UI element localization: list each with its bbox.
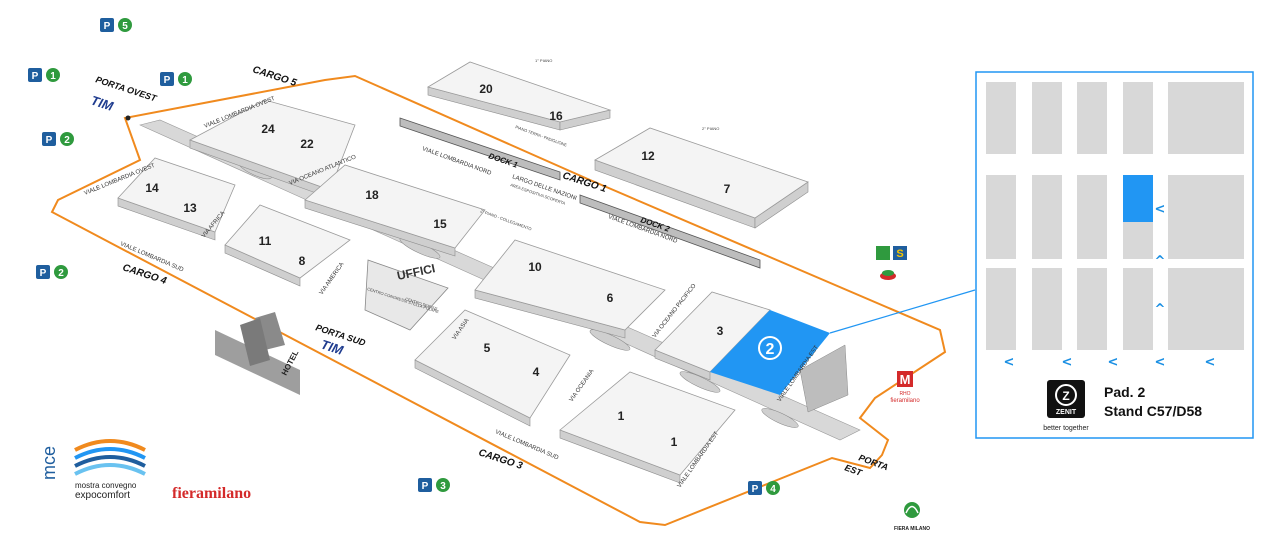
- svg-text:4: 4: [770, 484, 776, 495]
- pavilion-3-1[interactable]: [559, 371, 736, 484]
- train-station-icon: S: [876, 246, 907, 280]
- perimeter-route: [50, 74, 947, 527]
- parking-p5[interactable]: P 5: [100, 18, 132, 32]
- chevron-left-icon: <: [1004, 355, 1015, 370]
- floor-label-1: 1° PIANO: [535, 58, 552, 63]
- chevron-left-icon: <: [1062, 355, 1073, 370]
- svg-text:2: 2: [58, 268, 64, 279]
- floor-label-2: 2° PIANO: [702, 126, 719, 131]
- svg-text:1: 1: [50, 71, 56, 82]
- svg-text:P: P: [164, 75, 171, 86]
- svg-text:FIERA MILANO: FIERA MILANO: [894, 526, 930, 532]
- svg-text:M: M: [900, 372, 911, 387]
- east-building: [799, 344, 849, 413]
- pad-label: Pad. 2: [1104, 384, 1145, 400]
- pavilion-10-6[interactable]: [474, 239, 666, 339]
- pavilion-number-10: 10: [528, 260, 542, 274]
- parking-p4[interactable]: P 4: [748, 481, 780, 495]
- parking-p2-north[interactable]: P 2: [42, 132, 74, 146]
- pavilion-number-16: 16: [549, 109, 563, 123]
- svg-text:P: P: [40, 268, 47, 279]
- metro-fieramilano: fieramilano: [890, 398, 920, 404]
- pavilion-18-14[interactable]: [304, 164, 486, 257]
- pavilion-number-22: 22: [300, 137, 314, 151]
- callout-line: [829, 289, 976, 334]
- svg-text:P: P: [422, 481, 429, 492]
- svg-text:better together: better together: [1043, 425, 1089, 432]
- svg-text:P: P: [46, 135, 53, 146]
- stand-inset-panel: < ^ ^ < < < < < Z ZENIT better together …: [975, 71, 1254, 439]
- hotel-building[interactable]: HOTEL: [215, 312, 301, 395]
- pavilion-number-6: 6: [607, 291, 614, 305]
- pavilion-number-3: 1: [618, 409, 625, 423]
- svg-text:P: P: [752, 484, 759, 495]
- pavilion-number-12: 12: [641, 149, 655, 163]
- parking-p2-south[interactable]: P 2: [36, 265, 68, 279]
- pavilion-7-5[interactable]: [414, 309, 571, 427]
- metro-icon[interactable]: M RHO fieramilano: [890, 371, 920, 404]
- porta-est[interactable]: PORTA EST: [843, 452, 889, 478]
- fiera-milano-logo: FIERA MILANO: [894, 502, 930, 532]
- parking-p1-west[interactable]: P 1: [28, 68, 60, 82]
- svg-text:Z: Z: [1062, 389, 1069, 403]
- uffici-building[interactable]: UFFICI CENTRO CONGRESSI STELLA POLARE CE…: [364, 259, 449, 331]
- cargo-4-label: CARGO 4: [121, 262, 168, 287]
- pavilion-2-highlight[interactable]: 2: [710, 310, 830, 395]
- svg-text:5: 5: [122, 21, 128, 32]
- chevron-left-icon: <: [1108, 355, 1119, 370]
- zenit-logo: Z ZENIT better together: [1043, 380, 1089, 432]
- pavilion-number-1: 1: [671, 435, 678, 449]
- svg-text:2: 2: [64, 135, 70, 146]
- pavilion-number-8: 7: [724, 182, 731, 196]
- highlight-pavilion-number: 2: [766, 341, 775, 358]
- pavilion-number-7: 5: [484, 341, 491, 355]
- porta-sud[interactable]: PORTA SUD TIM: [314, 322, 367, 358]
- svg-text:P: P: [32, 71, 39, 82]
- chevron-left-icon: <: [1155, 355, 1166, 370]
- cargo-5-label: CARGO 5: [251, 64, 298, 89]
- pavilion-12-8[interactable]: [594, 127, 809, 229]
- stand-label: Stand C57/D58: [1104, 403, 1202, 419]
- pavilion-number-9: 8: [299, 254, 306, 268]
- chevron-left-icon: <: [1155, 202, 1166, 217]
- street-via-oceania: VIA OCEANIA: [569, 369, 596, 404]
- pavilion-number-14: 15: [433, 217, 447, 231]
- cargo-3-label: CARGO 3: [477, 447, 524, 472]
- pavilion-number-5: 4: [533, 365, 540, 379]
- svg-text:P: P: [104, 21, 111, 32]
- pavilion-24-22[interactable]: [189, 99, 356, 199]
- fieramilano-brand: fieramilano: [172, 485, 251, 502]
- svg-text:TIM: TIM: [89, 93, 116, 115]
- chevron-left-icon: <: [1205, 355, 1216, 370]
- zenit-stand-highlight[interactable]: [1123, 175, 1153, 222]
- svg-text:1: 1: [182, 75, 188, 86]
- pavilion-number-20: 20: [479, 82, 493, 96]
- pavilion-11-9[interactable]: [224, 204, 351, 287]
- pavilion-number-24: 24: [261, 122, 275, 136]
- pavilion-20-16[interactable]: [426, 61, 612, 131]
- chevron-up-icon: ^: [1155, 302, 1166, 317]
- pavilion-15-13[interactable]: [117, 157, 236, 241]
- svg-text:ZENIT: ZENIT: [1056, 409, 1077, 416]
- pavilion-number-18: 18: [365, 188, 379, 202]
- svg-text:S: S: [896, 248, 903, 260]
- parking-p3[interactable]: P 3: [418, 478, 450, 492]
- pavilion-number-13: 13: [183, 201, 197, 215]
- pavilion-number-4: 3: [717, 324, 724, 338]
- mce-logo: mce mostra convegno expocomfort: [39, 439, 146, 501]
- cargo-1-label: CARGO 1: [561, 170, 608, 195]
- chevron-up-icon: ^: [1155, 254, 1166, 269]
- parking-p1-north[interactable]: P 1: [160, 72, 192, 86]
- pavilion-number-15: 14: [145, 181, 159, 195]
- floor-label-4: 2° PIANO - COLLEGAMENTO: [480, 208, 533, 231]
- svg-text:expocomfort: expocomfort: [75, 490, 130, 501]
- svg-text:mce: mce: [39, 446, 59, 480]
- street-via-america: VIA AMERICA: [319, 262, 346, 297]
- metro-rho: RHO: [899, 391, 910, 397]
- pavilion-number-11: 11: [259, 234, 272, 248]
- svg-text:TIM: TIM: [319, 337, 346, 359]
- svg-text:mostra convegno: mostra convegno: [75, 481, 137, 490]
- svg-text:3: 3: [440, 481, 446, 492]
